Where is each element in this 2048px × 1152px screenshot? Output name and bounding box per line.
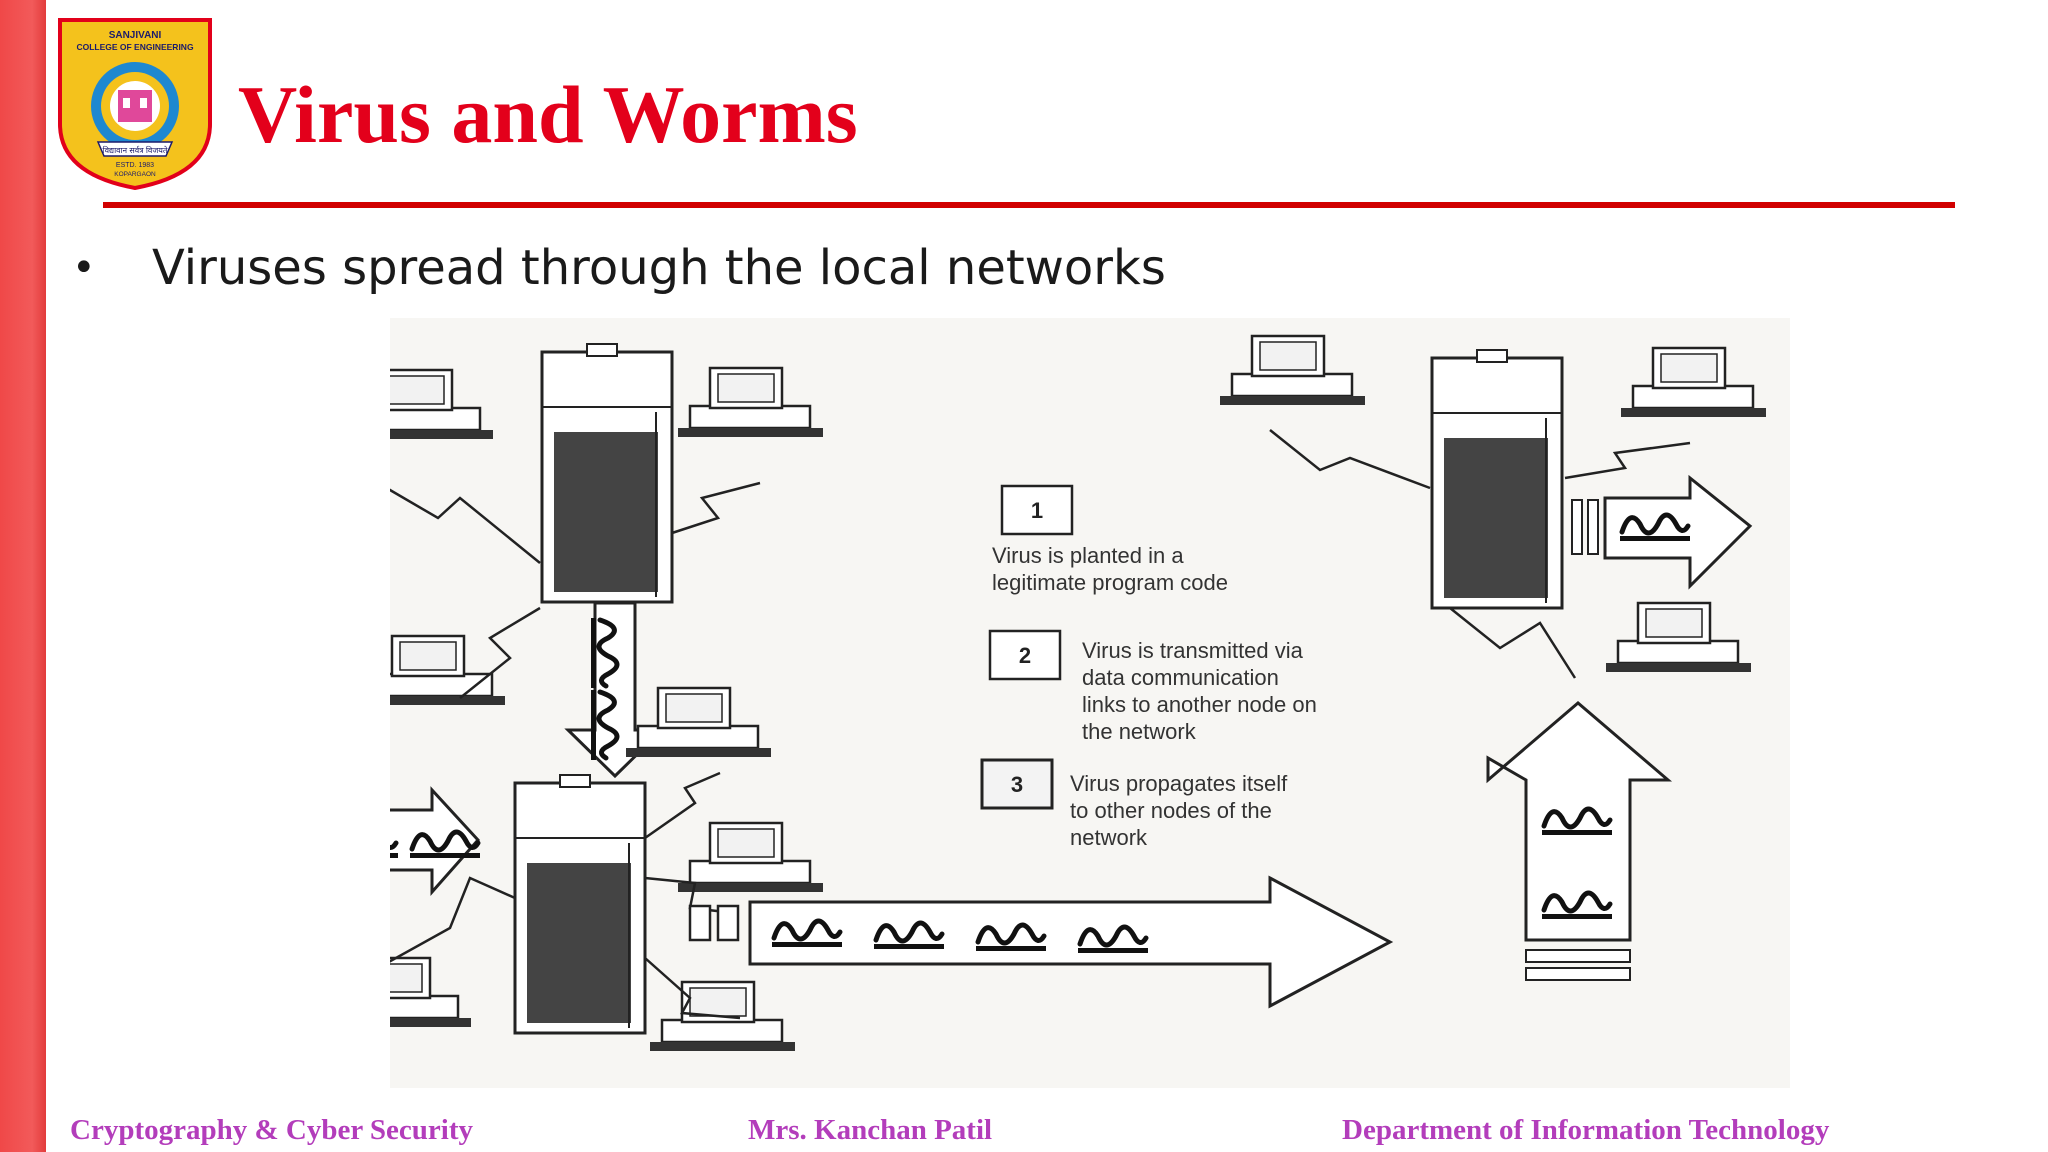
step-text: to other nodes of the (1070, 798, 1272, 823)
step-text: the network (1082, 719, 1197, 744)
network-link (644, 957, 741, 1020)
step-number: 3 (1011, 772, 1023, 797)
step-number-box (980, 758, 1054, 810)
virus-spread-diagram: 1 Virus is planted in a legitimate progr… (390, 318, 1790, 1088)
network-link (459, 606, 541, 699)
computer-icon (390, 368, 495, 441)
server-icon (513, 773, 647, 1035)
logo-top-text-2: COLLEGE OF ENGINEERING (76, 42, 194, 52)
left-accent-bar (0, 0, 46, 1152)
propagation-arrow (748, 875, 1394, 1009)
step-text: network (1070, 825, 1148, 850)
step-text: data communication (1082, 665, 1279, 690)
step-number: 2 (1019, 643, 1031, 668)
step-text: Virus is transmitted via (1082, 638, 1304, 663)
bullet-marker: • (72, 245, 96, 291)
top-left-network (390, 342, 825, 707)
server-icon (540, 342, 674, 604)
step-1: 1 Virus is planted in a legitimate progr… (992, 484, 1228, 595)
computer-icon (390, 634, 507, 707)
computer-icon (390, 956, 473, 1029)
network-link (390, 876, 516, 963)
step-3: 3 Virus propagates itself to other nodes… (980, 758, 1288, 850)
college-logo: SANJIVANI COLLEGE OF ENGINEERING विद्याव… (58, 18, 212, 191)
computer-icon (1604, 601, 1753, 674)
bullet-item: • Viruses spread through the local netwo… (72, 240, 1166, 296)
computer-icon (1218, 334, 1367, 407)
packet-block (1525, 967, 1631, 981)
network-link (644, 876, 736, 915)
slide-title: Virus and Worms (238, 69, 858, 160)
footer-course: Cryptography & Cyber Security (70, 1114, 474, 1146)
computer-icon (676, 821, 825, 894)
title-divider (103, 202, 1955, 208)
step-text: Virus is planted in a (992, 543, 1184, 568)
packet-block (1525, 949, 1631, 963)
server-icon (1430, 348, 1564, 610)
network-link (1449, 607, 1577, 679)
network-link (1269, 429, 1431, 490)
network-link (671, 481, 761, 535)
middle-network (390, 686, 825, 1053)
packet-block (688, 904, 712, 942)
incoming-arrow (390, 786, 481, 896)
logo-place: KOPARGAON (114, 171, 156, 178)
network-link (644, 771, 721, 840)
logo-estd: ESTD. 1983 (116, 162, 154, 169)
packet-block (716, 904, 740, 942)
packet-block (1571, 499, 1583, 555)
footer-author: Mrs. Kanchan Patil (748, 1114, 993, 1146)
step-number-box (988, 629, 1062, 681)
step-number-box (1000, 484, 1074, 536)
bullet-text: Viruses spread through the local network… (152, 240, 1166, 296)
network-link (1564, 441, 1691, 480)
packet-block (1587, 499, 1599, 555)
computer-icon (1619, 346, 1768, 419)
network-link (390, 488, 541, 564)
step-text: links to another node on (1082, 692, 1317, 717)
step-text: legitimate program code (992, 570, 1228, 595)
logo-top-text-1: SANJIVANI (109, 30, 162, 41)
step-text: Virus propagates itself (1070, 771, 1288, 796)
computer-icon (624, 686, 773, 759)
logo-motto: विद्यावान सर्वत्र विजयते (103, 145, 168, 155)
right-network (1218, 334, 1768, 679)
step-2: 2 Virus is transmitted via data communic… (988, 629, 1317, 744)
footer-department: Department of Information Technology (1342, 1114, 1830, 1146)
outgoing-arrow (1603, 474, 1753, 590)
step-number: 1 (1031, 498, 1043, 523)
computer-icon (676, 366, 825, 439)
